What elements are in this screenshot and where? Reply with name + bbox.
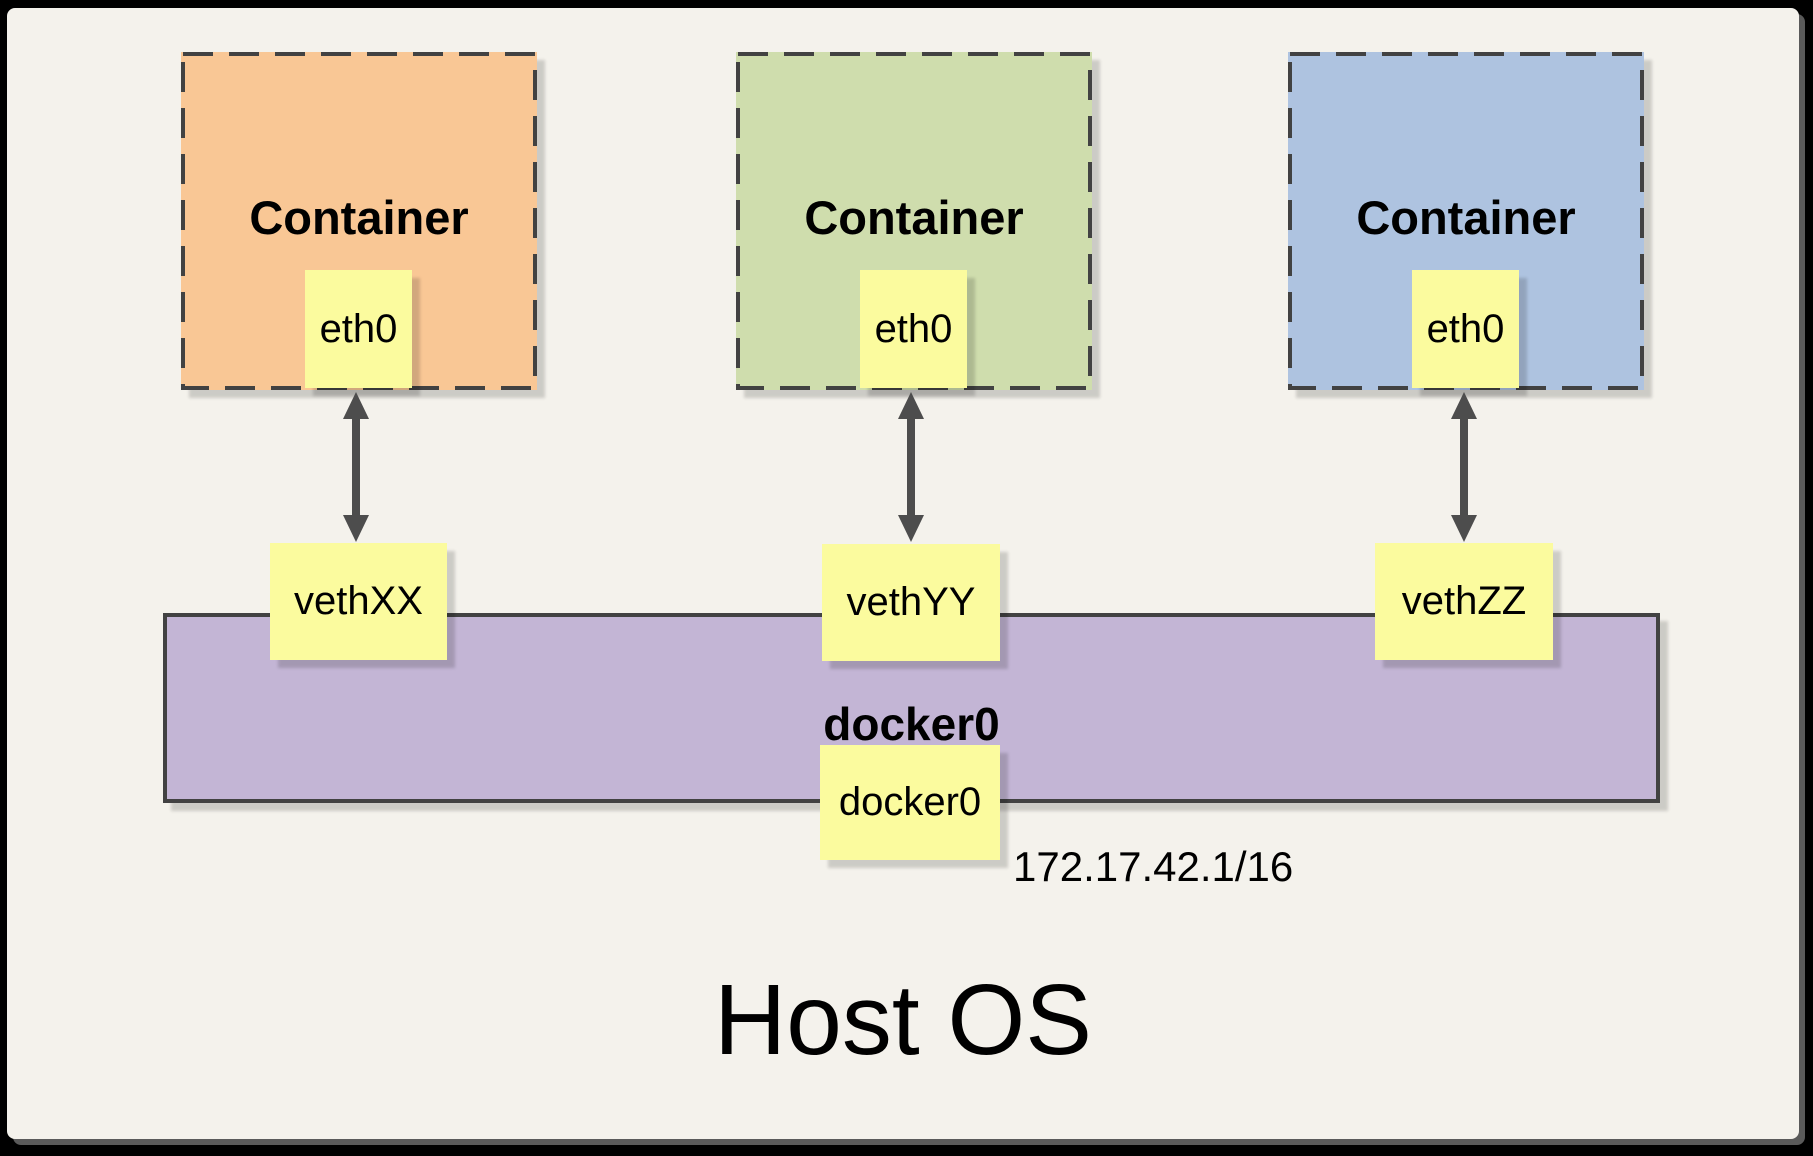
container-2-eth0-box: eth0	[860, 270, 967, 388]
docker0-interface-label: docker0	[838, 780, 982, 824]
arrow-eth0-to-vethYY-icon	[898, 392, 924, 542]
vethXX-label: vethXX	[294, 579, 423, 623]
diagram-canvas: Container eth0 Container eth0 Container …	[7, 8, 1799, 1139]
docker0-bridge-title: docker0	[823, 698, 1000, 750]
vethYY-box: vethYY	[822, 544, 1000, 661]
container-2-eth0-label: eth0	[874, 306, 953, 351]
vethXX-box: vethXX	[270, 543, 447, 660]
bridge-ip-address: 172.17.42.1/16	[1013, 843, 1294, 890]
container-box-1: Container eth0	[181, 52, 537, 390]
vethZZ-box: vethZZ	[1375, 543, 1553, 660]
docker-network-diagram: Container eth0 Container eth0 Container …	[7, 8, 1799, 1139]
container-box-3: Container eth0	[1288, 52, 1644, 390]
container-3-eth0-label: eth0	[1426, 306, 1505, 351]
container-1-title: Container	[249, 191, 469, 244]
container-1-eth0-label: eth0	[319, 306, 398, 351]
vethZZ-label: vethZZ	[1401, 579, 1527, 623]
container-2-title: Container	[804, 191, 1024, 244]
arrow-eth0-to-vethXX-icon	[343, 392, 369, 542]
host-os-label: Host OS	[714, 964, 1092, 1076]
container-3-title: Container	[1356, 191, 1576, 244]
container-1-eth0-box: eth0	[305, 270, 412, 388]
arrow-eth0-to-vethZZ-icon	[1451, 392, 1477, 542]
container-3-eth0-box: eth0	[1412, 270, 1519, 388]
docker0-interface-box: docker0	[820, 745, 1000, 860]
container-box-2: Container eth0	[736, 52, 1092, 390]
vethYY-label: vethYY	[846, 580, 976, 624]
